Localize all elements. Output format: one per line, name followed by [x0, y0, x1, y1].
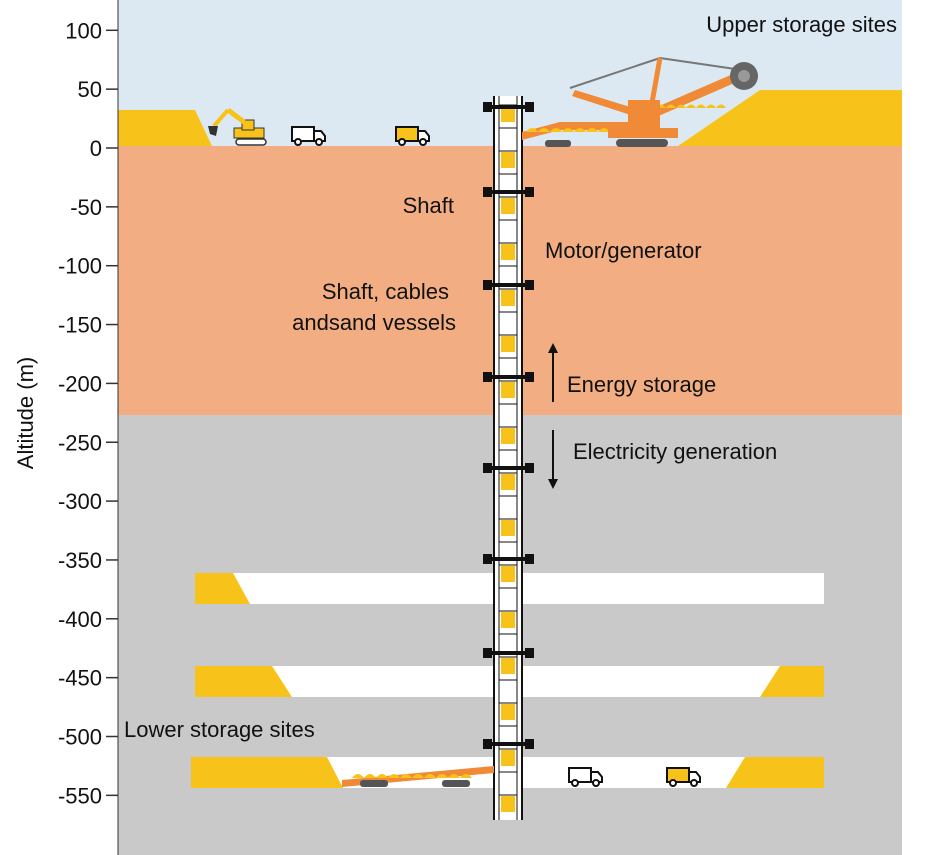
sand-vessel [501, 658, 515, 674]
lower-sand-truck-icon [666, 767, 701, 787]
sand-vessel [501, 704, 515, 720]
bucket-wheel-reclaimer-icon [569, 57, 758, 147]
axis-tick-label: 50 [78, 77, 102, 102]
shaft-cables-label-line2: andsand vessels [292, 310, 456, 335]
upper-sand-pile-left [118, 110, 212, 146]
sand-vessel [501, 612, 515, 628]
up-arrow-icon [548, 343, 558, 402]
sand-vessel [501, 566, 515, 582]
axis-tick-label: 100 [65, 18, 102, 43]
motor-generators [483, 102, 534, 749]
axis-tick-label: -350 [58, 548, 102, 573]
motor-generator-unit [483, 187, 534, 197]
motor-generator-unit [483, 739, 534, 749]
altitude-axis: 100 50 0 -50 -100 -150 -200 -250 -300 -350 -400 -45… [58, 0, 119, 855]
axis-tick-label: -500 [58, 725, 102, 750]
motor-generator-unit [483, 554, 534, 564]
shaft [493, 96, 523, 820]
axis-tick-label: 0 [90, 136, 102, 161]
truck-icon [291, 126, 326, 146]
sand-vessel [501, 244, 515, 260]
axis-tick-label: -300 [58, 489, 102, 514]
lower-truck-icon [568, 767, 603, 787]
shaft-cables-label-line1: Shaft, cables [322, 279, 449, 304]
sand-vessel [501, 106, 515, 122]
sand-vessel [501, 152, 515, 168]
electricity-generation-label: Electricity generation [573, 439, 777, 464]
axis-tick-label: -550 [58, 783, 102, 808]
down-arrow-icon [548, 430, 558, 489]
sand-vessel [501, 474, 515, 490]
shaft-label: Shaft [403, 193, 454, 218]
excavator-icon [208, 108, 267, 146]
sand-vessel [501, 336, 515, 352]
surface-conveyor-icon [522, 122, 640, 147]
lower-conveyor-icon [342, 766, 494, 787]
motor-generator-label: Motor/generator [545, 238, 702, 263]
sand-truck-icon [395, 126, 430, 146]
upper-storage-label: Upper storage sites [706, 12, 897, 37]
sand-vessel [501, 382, 515, 398]
lower-storage-label: Lower storage sites [124, 717, 315, 742]
axis-tick-label: -400 [58, 607, 102, 632]
axis-tick-label: -200 [58, 371, 102, 396]
axis-tick-label: -450 [58, 666, 102, 691]
upper-sand-pile-right [678, 90, 902, 146]
energy-storage-label: Energy storage [567, 372, 716, 397]
axis-tick-label: -250 [58, 430, 102, 455]
motor-generator-unit [483, 463, 534, 473]
motor-generator-unit [483, 648, 534, 658]
axis-tick-label: -100 [58, 254, 102, 279]
axis-tick-label: -50 [70, 195, 102, 220]
sand-vessel [501, 796, 515, 812]
motor-generator-unit [483, 102, 534, 112]
sand-vessel [501, 520, 515, 536]
sand-vessel [501, 750, 515, 766]
sand-vessel [501, 198, 515, 214]
motor-generator-unit [483, 372, 534, 382]
motor-generator-unit [483, 280, 534, 290]
axis-title: Altitude (m) [13, 357, 38, 469]
axis-tick-label: -150 [58, 313, 102, 338]
sand-vessels [499, 104, 517, 812]
sand-vessel [501, 290, 515, 306]
sand-vessel [501, 428, 515, 444]
